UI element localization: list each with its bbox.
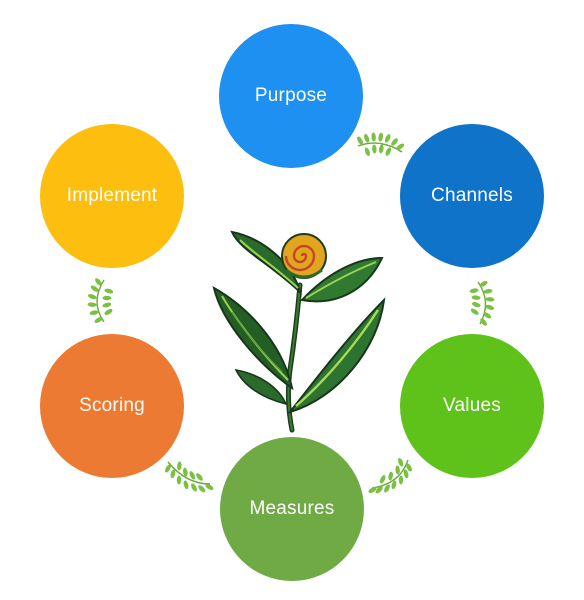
flower-plant-icon [212, 230, 386, 433]
node-label: Purpose [254, 85, 328, 106]
node-label: Measures [249, 498, 335, 519]
node-measures: Measures [220, 437, 364, 581]
node-label: Values [443, 395, 501, 416]
node-purpose: Purpose [219, 24, 363, 168]
laurel-vine-icon [367, 457, 414, 495]
laurel-vine-icon [469, 279, 495, 327]
node-values: Values [400, 334, 544, 478]
node-scoring: Scoring [40, 334, 184, 478]
node-label: Scoring [79, 395, 145, 416]
node-label: Channels [431, 185, 513, 206]
laurel-vine-icon [355, 132, 406, 157]
laurel-vine-icon [87, 277, 114, 325]
node-implement: Implement [40, 124, 184, 268]
node-channels: Channels [400, 124, 544, 268]
node-label: Implement [66, 185, 158, 206]
laurel-vine-icon [163, 461, 215, 494]
